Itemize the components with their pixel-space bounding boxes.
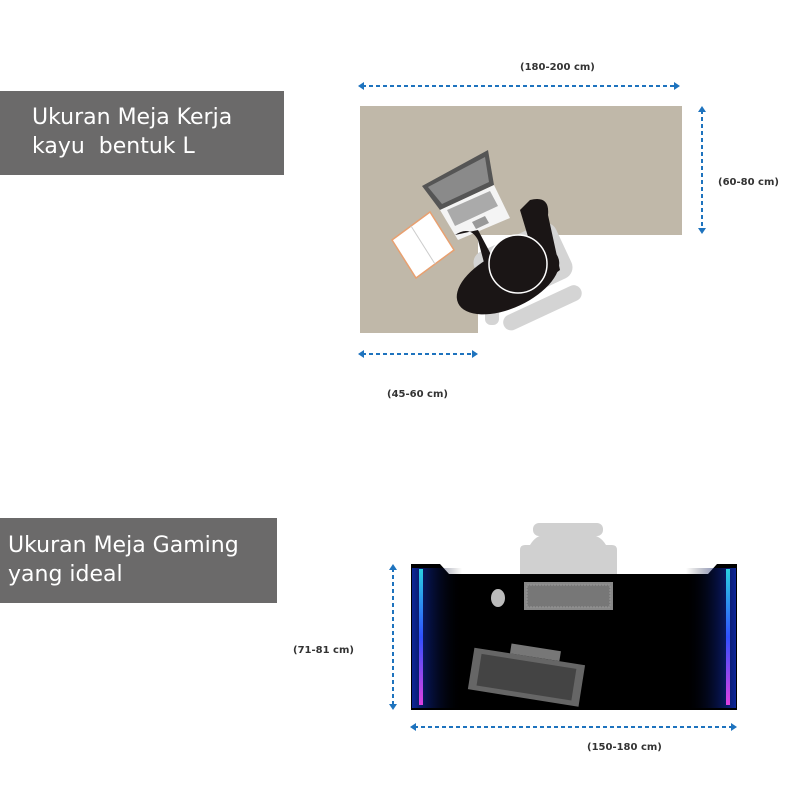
mouse-icon — [491, 589, 505, 607]
led-strip-right — [726, 569, 730, 705]
open-book-icon — [390, 210, 456, 280]
laptop-icon — [422, 150, 510, 240]
office-width-arrow — [358, 82, 680, 90]
gaming-chair-icon — [520, 523, 617, 575]
gaming-height-label: (71-81 cm) — [293, 645, 354, 656]
gaming-width-arrow — [410, 723, 737, 731]
office-depth-label: (60-80 cm) — [718, 177, 779, 188]
gaming-height-arrow — [389, 564, 397, 710]
office-desk-title-line2: kayu bentuk L — [32, 134, 195, 159]
l-shaped-desk — [360, 106, 682, 333]
person-icon — [455, 199, 560, 315]
office-width-label: (180-200 cm) — [520, 62, 595, 73]
gaming-width-label: (150-180 cm) — [587, 742, 662, 753]
office-return-label: (45-60 cm) — [387, 389, 448, 400]
gaming-desk-title-line2: yang ideal — [8, 562, 123, 587]
office-desk-title: Ukuran Meja Kerja kayu bentuk L — [0, 91, 284, 175]
office-depth-arrow — [698, 106, 706, 234]
office-return-arrow — [358, 350, 478, 358]
led-strip-left — [419, 569, 423, 705]
keyboard-icon — [524, 582, 613, 610]
gaming-desk-title-line1: Ukuran Meja Gaming — [8, 533, 239, 558]
office-desk-title-line1: Ukuran Meja Kerja — [32, 105, 233, 130]
laptop-tray-icon — [467, 643, 586, 707]
gaming-desk-title: Ukuran Meja Gaming yang ideal — [0, 518, 277, 603]
